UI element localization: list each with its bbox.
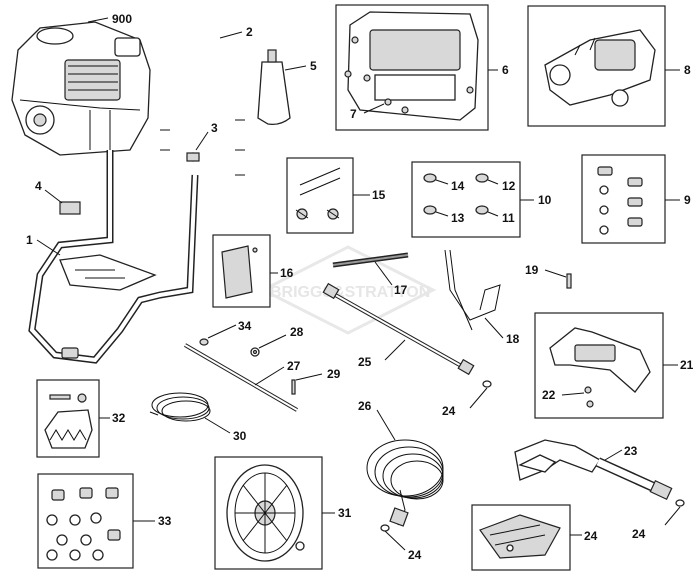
label-30: 30 <box>233 429 247 443</box>
panel-box-6[interactable] <box>335 4 489 131</box>
holder-part-18[interactable] <box>444 249 501 331</box>
label-19: 19 <box>525 263 539 277</box>
grip-part-5[interactable] <box>257 49 291 126</box>
label-4: 4 <box>35 179 42 193</box>
decal-box-16[interactable] <box>212 234 271 308</box>
screws-part-7[interactable] <box>344 70 409 114</box>
label-33: 33 <box>158 514 172 528</box>
wand-part-25[interactable] <box>322 282 492 388</box>
label-24-gun: 24 <box>632 527 646 541</box>
label-24-hose: 24 <box>408 548 422 562</box>
label-9: 9 <box>684 193 691 207</box>
tube-part-27[interactable] <box>183 343 299 412</box>
label-8: 8 <box>684 63 691 77</box>
foot-kit-box-32[interactable] <box>36 379 100 458</box>
label-12: 12 <box>502 179 516 193</box>
label-24-wand: 24 <box>442 404 456 418</box>
brand-watermark: BRIGGS&STRATTON <box>259 245 437 335</box>
spray-gun-part-23[interactable] <box>514 439 685 507</box>
label-26: 26 <box>358 399 372 413</box>
label-2: 2 <box>246 25 253 39</box>
label-7: 7 <box>350 107 357 121</box>
label-1: 1 <box>26 233 33 247</box>
wheel-box-31[interactable] <box>214 456 323 570</box>
decal-part-4[interactable] <box>59 201 81 215</box>
pin-part-19[interactable] <box>566 273 572 289</box>
label-34: 34 <box>238 319 252 333</box>
label-31: 31 <box>338 506 352 520</box>
label-5: 5 <box>310 59 317 73</box>
label-28: 28 <box>290 325 304 339</box>
label-25: 25 <box>358 355 372 369</box>
label-13: 13 <box>451 211 465 225</box>
label-23: 23 <box>624 444 638 458</box>
fitting-kit-box-9[interactable] <box>581 154 666 244</box>
engine-part-900[interactable] <box>11 21 151 156</box>
label-3: 3 <box>211 121 218 135</box>
frame-part-1[interactable] <box>28 150 199 364</box>
hose-coil-part-30[interactable] <box>149 392 211 422</box>
handle-part-2[interactable] <box>160 37 245 205</box>
label-32: 32 <box>112 411 126 425</box>
watermark-text: BRIGGS&STRATTON <box>270 284 430 301</box>
label-17: 17 <box>394 283 408 297</box>
label-6: 6 <box>502 63 509 77</box>
washer-part-28[interactable] <box>250 347 260 357</box>
label-24-box: 24 <box>584 529 598 543</box>
trigger-guard-box-21[interactable] <box>534 312 664 419</box>
cap-part-3[interactable] <box>186 152 200 162</box>
nozzle-part-34[interactable] <box>199 338 209 346</box>
hose-part-26[interactable] <box>366 439 444 532</box>
bolt-kit-box-15[interactable] <box>286 157 354 234</box>
oring-kit-box-24[interactable] <box>471 504 571 571</box>
label-18: 18 <box>506 332 520 346</box>
label-11: 11 <box>502 211 515 225</box>
label-16: 16 <box>280 266 294 280</box>
label-10: 10 <box>538 193 552 207</box>
label-900: 900 <box>112 12 132 26</box>
label-15: 15 <box>372 188 386 202</box>
knob-kit-box-10[interactable] <box>411 161 521 238</box>
label-29: 29 <box>327 367 341 381</box>
clip-part-29[interactable] <box>291 379 296 395</box>
strap-part-17[interactable] <box>332 252 409 268</box>
label-22: 22 <box>542 388 556 402</box>
label-21: 21 <box>680 358 694 372</box>
pump-box-8[interactable] <box>527 5 666 127</box>
mount-kit-box-33[interactable] <box>37 473 134 569</box>
label-27: 27 <box>287 359 301 373</box>
label-14: 14 <box>451 179 465 193</box>
